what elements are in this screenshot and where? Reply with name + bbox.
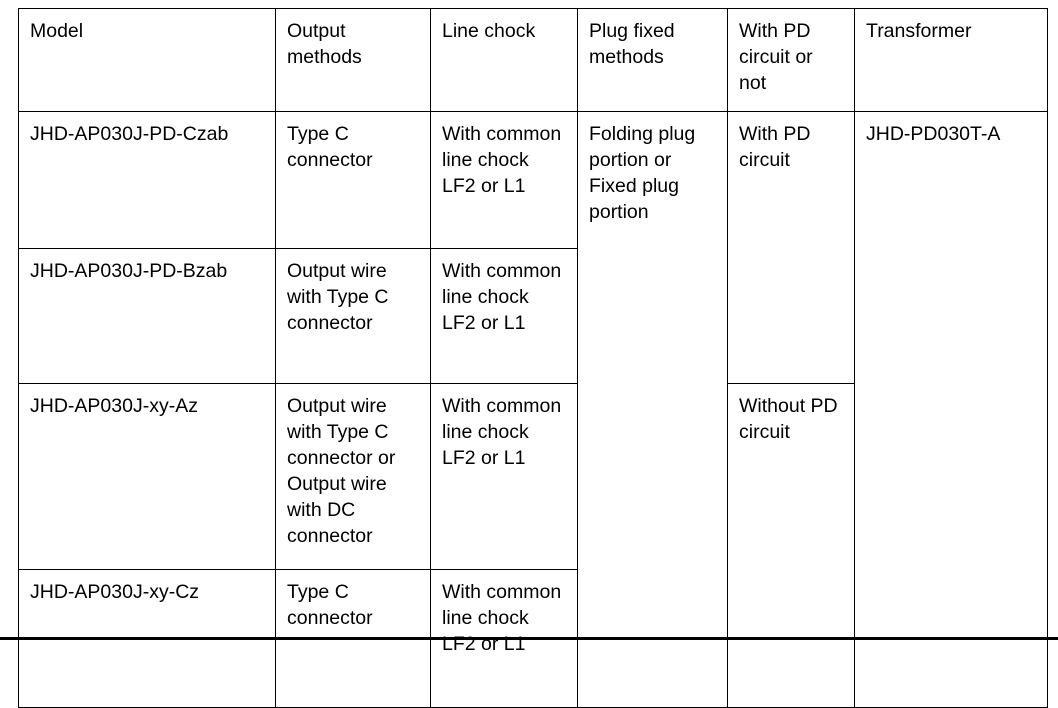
cell-output-methods: Output wire with Type C connector xyxy=(275,248,431,384)
column-header-plug-fixed-methods: Plug fixed methods xyxy=(577,8,728,112)
column-header-line-chock: Line chock xyxy=(430,8,578,112)
cell-line-chock: With common line chock LF2 or L1 xyxy=(430,383,578,570)
product-specification-table: Model Output methods Line chock Plug fix… xyxy=(18,8,1048,708)
cell-output-methods: Output wire with Type C connector or Out… xyxy=(275,383,431,570)
table-header-row: Model Output methods Line chock Plug fix… xyxy=(18,8,1048,112)
cell-plug-fixed-methods: Folding plug portion or Fixed plug porti… xyxy=(577,111,728,708)
column-header-transformer: Transformer xyxy=(854,8,1048,112)
page-canvas: Model Output methods Line chock Plug fix… xyxy=(0,8,1058,708)
cell-model: JHD-AP030J-PD-Czab xyxy=(18,111,276,249)
table-row: JHD-AP030J-PD-Bzab Output wire with Type… xyxy=(18,248,1048,384)
table-row: JHD-AP030J-xy-Az Output wire with Type C… xyxy=(18,383,1048,708)
cell-output-methods: Type C connector xyxy=(275,111,431,249)
table-row: JHD-AP030J-PD-Czab Type C connector With… xyxy=(18,111,1048,708)
column-header-output-methods: Output methods xyxy=(275,8,431,112)
cell-line-chock: With common line chock LF2 or L1 xyxy=(430,111,578,249)
column-header-model: Model xyxy=(18,8,276,112)
cell-line-chock: With common line chock LF2 or L1 xyxy=(430,248,578,384)
cell-model: JHD-AP030J-xy-Az xyxy=(18,383,276,570)
column-header-pd-circuit: With PD circuit or not xyxy=(727,8,855,112)
page-bottom-rule xyxy=(0,637,1058,640)
cell-pd-circuit: Without PD circuit xyxy=(727,383,855,708)
cell-model: JHD-AP030J-PD-Bzab xyxy=(18,248,276,384)
cell-transformer: JHD-PD030T-A xyxy=(854,111,1048,708)
cell-pd-circuit: With PD circuit xyxy=(727,111,855,384)
